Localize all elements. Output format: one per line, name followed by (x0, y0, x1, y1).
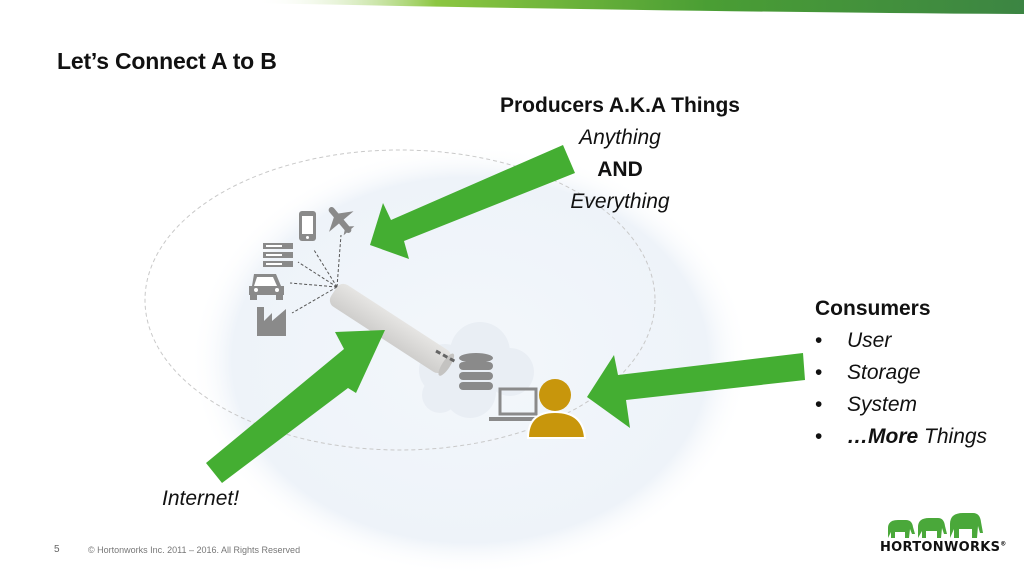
user-icon (526, 379, 587, 439)
producer-connectors (289, 234, 342, 314)
slide-title: Let’s Connect A to B (57, 48, 277, 74)
arrow-consumers (587, 353, 805, 428)
arrow-producers (370, 145, 575, 259)
bullet: • (815, 329, 823, 352)
producers-line-and: AND (597, 158, 643, 181)
factory-icon (257, 307, 286, 336)
consumer-item-storage: •Storage (815, 357, 987, 389)
producers-line-everything: Everything (570, 190, 670, 213)
consumer-item-system: •System (815, 389, 987, 421)
smartphone-icon (299, 211, 316, 241)
car-icon (249, 274, 284, 300)
consumers-heading: Consumers (815, 297, 931, 320)
server-icon (263, 243, 293, 267)
top-accent-bar (120, 0, 1024, 14)
producers-block: Producers A.K.A Things Anything AND Ever… (470, 90, 770, 218)
arrow-internet (206, 330, 385, 483)
consumers-block: Consumers •User •Storage •System •…More … (815, 293, 987, 453)
producers-line-anything: Anything (579, 126, 661, 149)
orbit-ellipse (144, 149, 656, 451)
consumers-list: •User •Storage •System •…More Things (815, 325, 987, 453)
bullet: • (815, 425, 823, 448)
consumer-item-user: •User (815, 325, 987, 357)
page-number: 5 (54, 544, 60, 555)
hortonworks-logo: HORTONWORKS® (880, 510, 1007, 560)
consumer-item-more: •…More Things (815, 421, 987, 453)
copyright-text: © Hortonworks Inc. 2011 – 2016. All Righ… (88, 545, 301, 555)
laptop-icon (489, 387, 538, 421)
internet-label: Internet! (162, 487, 240, 510)
logo-text: HORTONWORKS® (880, 540, 1007, 555)
producers-heading: Producers A.K.A Things (500, 94, 740, 117)
bullet: • (815, 393, 823, 416)
bullet: • (815, 361, 823, 384)
pipe-db-link (435, 349, 457, 364)
database-icon (459, 353, 493, 390)
elephant-icons (888, 513, 983, 538)
